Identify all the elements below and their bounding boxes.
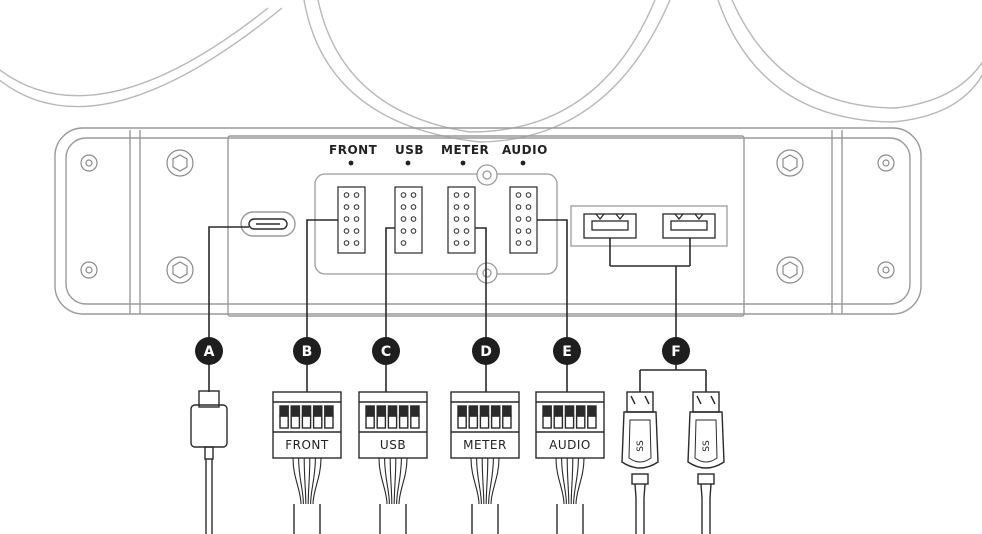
header-label-front: FRONT: [329, 143, 378, 157]
header-label-usb: USB: [395, 143, 424, 157]
pin-headers: [337, 186, 538, 254]
badge-e: E: [553, 337, 581, 365]
usb-plug-ss-text-left: SS: [636, 440, 646, 452]
header-dots: [348, 160, 526, 166]
connector-label-front: FRONT: [285, 438, 329, 452]
panel-frame: [54, 127, 922, 317]
badge-d: D: [472, 337, 500, 365]
badge-c: C: [372, 337, 400, 365]
header-label-audio: AUDIO: [502, 143, 548, 157]
badge-f: F: [662, 337, 690, 365]
connector-label-usb: USB: [380, 438, 406, 452]
ribbon-connectors: [272, 391, 605, 534]
badge-a: A: [195, 337, 223, 365]
pin-header-pins: [343, 192, 532, 246]
badge-b: B: [293, 337, 321, 365]
usb-plug-ss-text-right: SS: [702, 440, 712, 452]
usb-a-ports: [570, 205, 728, 247]
svg-text:B: B: [302, 344, 313, 360]
usb-c-port: [240, 211, 296, 237]
header-plate: [314, 164, 558, 284]
svg-text:F: F: [671, 344, 681, 360]
svg-text:C: C: [381, 344, 391, 360]
connector-label-meter: METER: [463, 438, 507, 452]
connector-label-audio: AUDIO: [549, 438, 591, 452]
fan-outlines: [0, 0, 982, 143]
header-label-meter: METER: [441, 143, 489, 157]
usb-c-cable-plug: [190, 390, 228, 534]
svg-text:A: A: [204, 344, 215, 360]
panel-screws: [80, 149, 895, 284]
usb-a-cable-plugs: [621, 391, 725, 534]
svg-text:E: E: [562, 344, 572, 360]
svg-text:D: D: [480, 344, 492, 360]
